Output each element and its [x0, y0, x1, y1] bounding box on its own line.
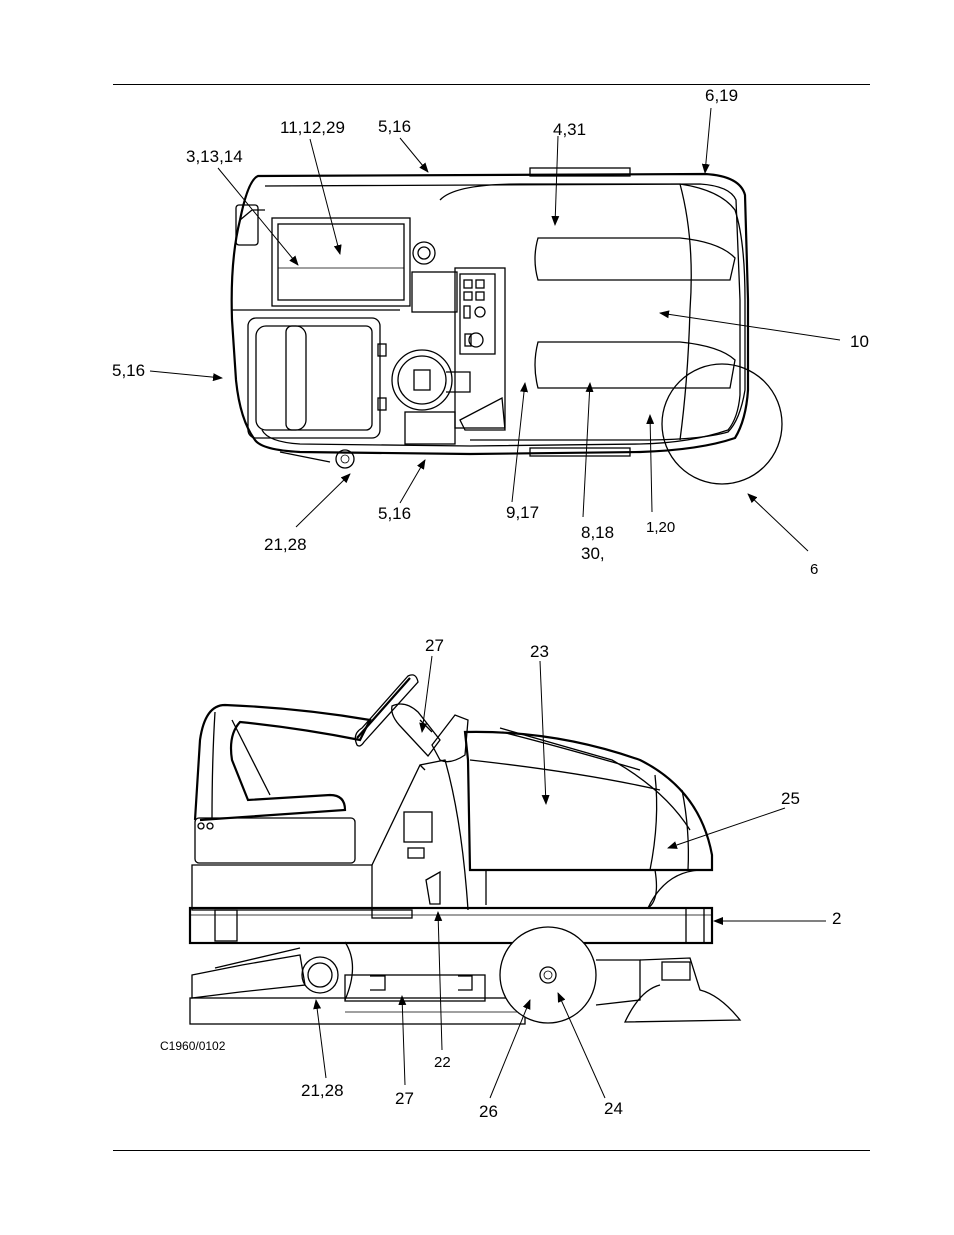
callout-1-20: 1,20	[646, 519, 675, 536]
callout-21-28-side: 21,28	[301, 1081, 344, 1100]
callout-25: 25	[781, 789, 800, 808]
callout-10: 10	[850, 332, 869, 351]
top-view-drawing	[230, 167, 783, 485]
callout-6: 6	[810, 561, 818, 578]
callout-21-28-top: 21,28	[264, 535, 307, 554]
top-rule	[113, 84, 870, 85]
callout-2: 2	[832, 909, 841, 928]
callout-5-16-bottom: 5,16	[378, 504, 411, 523]
callout-3-13-14: 3,13,14	[186, 147, 243, 166]
callout-5-16-top: 5,16	[378, 117, 411, 136]
side-view-drawing	[188, 674, 742, 1025]
drawing-number: C1960/0102	[160, 1039, 226, 1053]
callout-6-19: 6,19	[705, 86, 738, 105]
callout-23: 23	[530, 642, 549, 661]
callout-24: 24	[604, 1099, 623, 1118]
bottom-rule	[113, 1150, 870, 1151]
callout-11-12-29: 11,12,29	[280, 118, 345, 137]
callout-4-31: 4,31	[553, 120, 586, 139]
callout-27-top: 27	[425, 636, 444, 655]
callout-8-18: 8,18	[581, 523, 614, 542]
callout-9-17: 9,17	[506, 503, 539, 522]
side-view-labels: 27 23 25 2 22 21,28 27 26 24 C1960/0102	[160, 636, 841, 1121]
side-view-leaders	[313, 655, 826, 1099]
callout-26: 26	[479, 1102, 498, 1121]
callout-30: 30,	[581, 544, 605, 563]
top-view-leaders	[149, 107, 841, 552]
callout-5-16-left: 5,16	[112, 361, 145, 380]
top-view-labels: 6,19 11,12,29 5,16 4,31 3,13,14 10 5,16 …	[112, 86, 869, 578]
callout-27-bottom: 27	[395, 1089, 414, 1108]
callout-22: 22	[434, 1054, 451, 1071]
